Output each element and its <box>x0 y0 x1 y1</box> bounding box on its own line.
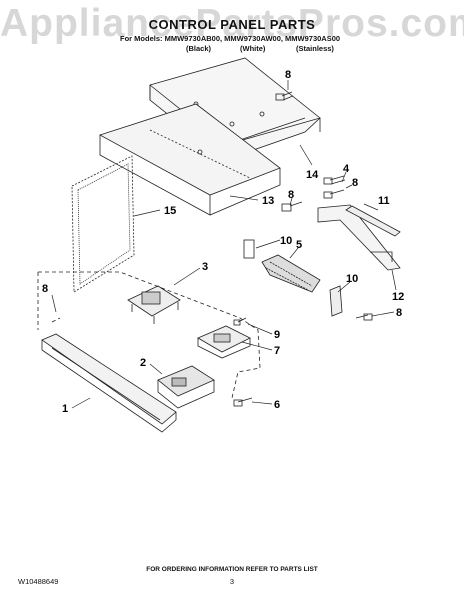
callout-13: 13 <box>262 195 274 207</box>
trim-strip <box>345 205 401 237</box>
variant-white: (White) <box>240 44 266 53</box>
callout-7: 7 <box>274 345 280 357</box>
gasket-part <box>71 155 135 293</box>
callout-8: 8 <box>285 69 291 81</box>
transformer-part <box>127 285 181 324</box>
front-panel <box>41 333 177 433</box>
callout-4: 4 <box>343 163 350 175</box>
control-board <box>157 365 253 409</box>
callout-12: 12 <box>392 291 404 303</box>
callout-2: 2 <box>140 357 146 369</box>
variant-stainless: (Stainless) <box>296 44 334 53</box>
document-number: W10488649 <box>18 577 59 586</box>
callout-15: 15 <box>164 205 176 217</box>
control-bracket <box>197 317 251 359</box>
lower-clip <box>329 285 373 321</box>
callout-5: 5 <box>296 239 302 251</box>
callout-10: 10 <box>280 235 292 247</box>
models-line: For Models: MMW9730AB00, MMW9730AW00, MM… <box>120 34 341 43</box>
mounting-bracket <box>317 204 401 271</box>
callout-14: 14 <box>306 169 319 181</box>
ordering-note: FOR ORDERING INFORMATION REFER TO PARTS … <box>146 566 318 573</box>
callout-8: 8 <box>352 177 358 189</box>
callout-8: 8 <box>288 189 294 201</box>
assembly-outline <box>37 271 261 399</box>
callout-6: 6 <box>274 399 280 411</box>
page-number: 3 <box>229 577 235 586</box>
callout-9: 9 <box>274 329 280 341</box>
callout-8: 8 <box>42 283 48 295</box>
callout-11: 11 <box>378 195 390 207</box>
callout-8: 8 <box>396 307 402 319</box>
callout-3: 3 <box>202 261 208 273</box>
leader-lines <box>51 80 397 409</box>
page-title: CONTROL PANEL PARTS <box>148 17 316 32</box>
variant-black: (Black) <box>186 44 212 53</box>
control-panel-box <box>98 103 281 216</box>
fan-assembly <box>243 239 321 293</box>
callout-1: 1 <box>62 403 68 415</box>
callout-labels: 8 14 4 8 11 8 13 15 10 5 3 8 10 12 8 9 7… <box>42 69 404 415</box>
callout-10: 10 <box>346 273 358 285</box>
screw-group-upper <box>275 91 346 212</box>
